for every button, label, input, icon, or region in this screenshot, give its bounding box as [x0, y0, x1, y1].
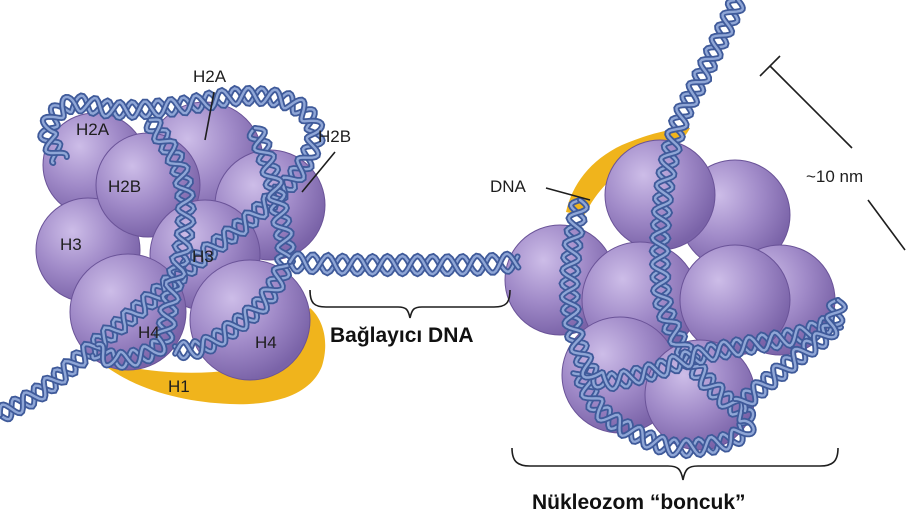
dna-strand-highlight: [96, 118, 195, 367]
label-h1: H1: [168, 377, 190, 396]
scale-bar-line: [769, 65, 853, 149]
scale-bar-tick: [759, 55, 781, 77]
label-h2b-right: H2B: [318, 127, 351, 146]
dna-leader-line: [545, 187, 591, 201]
right-dna-wrap-b: [558, 197, 844, 393]
h1-histone-patch: [98, 308, 326, 405]
dna-strand-highlight: [560, 198, 843, 391]
left-dna-wrap-a: [0, 84, 326, 423]
dna-strand-highlight: [742, 298, 844, 413]
label-nucleosome-bead: Nükleozom “boncuk”: [532, 491, 746, 514]
label-h2b-inner: H2B: [108, 177, 141, 196]
dna-strand-highlight: [174, 126, 295, 358]
label-h3-center: H3: [192, 247, 214, 266]
label-h4-left: H4: [138, 323, 160, 342]
dna-strand-highlight: [0, 86, 324, 417]
label-h4-right: H4: [255, 333, 277, 352]
dna-strand-highlight: [288, 252, 520, 276]
dna-strand-highlight: [572, 0, 755, 457]
label-h2a-inner: H2A: [76, 120, 110, 139]
linker-dna-helix: [287, 250, 522, 278]
left-dna-wrap-c: [171, 125, 297, 362]
right-dna-wrap-c: [732, 297, 848, 414]
dna-strand-highlight: [560, 198, 837, 389]
dna-strand-highlight: [575, 0, 755, 458]
dna-double-helix: [0, 0, 848, 460]
dna-strand-highlight: [91, 118, 196, 370]
h2b-leader-line: [301, 151, 336, 193]
linker-dna-brace: [309, 289, 511, 319]
left-dna-wrap-b: [89, 116, 198, 371]
dna-strand-highlight: [0, 86, 324, 421]
label-h3-left: H3: [60, 235, 82, 254]
scale-bar-line-lower: [867, 199, 906, 251]
label-h2a-top: H2A: [193, 67, 227, 86]
dna-strand-highlight: [733, 298, 846, 406]
label-linker-dna: Bağlayıcı DNA: [330, 324, 474, 347]
h2a-leader-line: [204, 91, 215, 141]
right-dna-wrap-a: [570, 0, 757, 460]
label-dna: DNA: [490, 177, 527, 196]
label-scale-10nm: ~10 nm: [806, 167, 863, 186]
nucleosome-brace: [511, 447, 839, 481]
